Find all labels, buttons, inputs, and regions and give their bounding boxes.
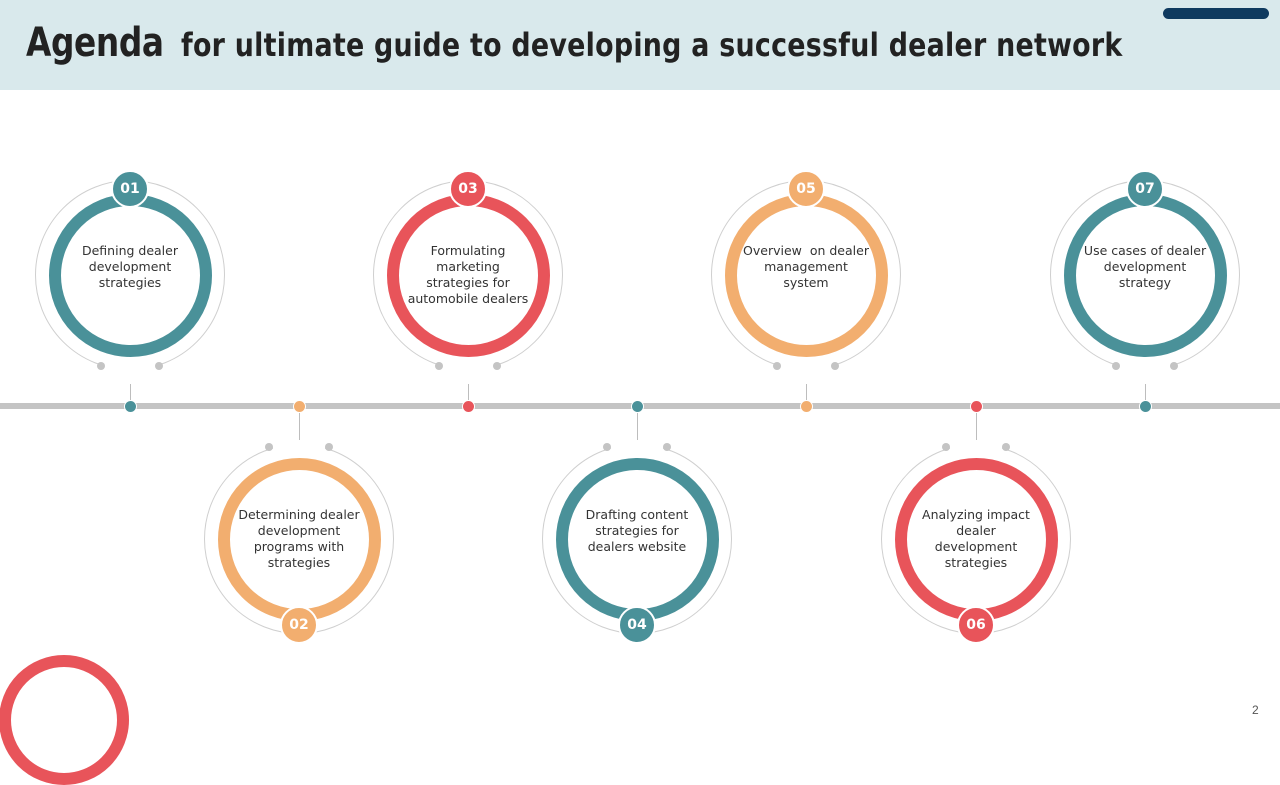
- agenda-label: Defining dealer development strategies: [81, 243, 178, 290]
- agenda-label: Overview on dealer management system: [743, 243, 869, 290]
- ring-end-dot: [831, 362, 839, 370]
- timeline-connector: [637, 406, 638, 466]
- number-badge: 03: [449, 170, 487, 208]
- ring-end-dot: [1002, 443, 1010, 451]
- top-accent-bar: [1163, 8, 1269, 19]
- ring-gap: [1119, 356, 1171, 384]
- ring-end-dot: [155, 362, 163, 370]
- title-rest: for ultimate guide to developing a succe…: [180, 26, 1123, 64]
- ring-gap: [104, 356, 156, 384]
- timeline-connector: [976, 406, 977, 466]
- agenda-label: Analyzing impact dealer development stra…: [922, 507, 1030, 570]
- agenda-label: Determining dealer development programs …: [238, 507, 360, 570]
- slide-title: Agenda for ultimate guide to developing …: [26, 20, 1280, 66]
- number-badge: 04: [618, 606, 656, 644]
- ring-end-dot: [97, 362, 105, 370]
- ring-end-dot: [773, 362, 781, 370]
- number-badge: 07: [1126, 170, 1164, 208]
- agenda-label: Formulating marketing strategies for aut…: [407, 243, 529, 306]
- timeline-connector: [299, 406, 300, 466]
- timeline-dot: [293, 400, 306, 413]
- number-badge: 05: [787, 170, 825, 208]
- decorative-ring-arc: [0, 655, 129, 785]
- ring-end-dot: [325, 443, 333, 451]
- ring-end-dot: [493, 362, 501, 370]
- number-badge: 06: [957, 606, 995, 644]
- ring-end-dot: [1112, 362, 1120, 370]
- timeline-dot: [800, 400, 813, 413]
- header-band: [0, 0, 1280, 90]
- agenda-label: Use cases of dealer development strategy: [1083, 243, 1207, 290]
- number-badge: 01: [111, 170, 149, 208]
- timeline-dot: [631, 400, 644, 413]
- ring-end-dot: [942, 443, 950, 451]
- ring-end-dot: [1170, 362, 1178, 370]
- page-number: 2: [1252, 703, 1259, 717]
- ring-end-dot: [265, 443, 273, 451]
- ring-gap: [780, 356, 832, 384]
- timeline-dot: [970, 400, 983, 413]
- title-strong: Agenda: [26, 20, 164, 66]
- number-badge: 02: [280, 606, 318, 644]
- agenda-label: Drafting content strategies for dealers …: [585, 507, 689, 554]
- ring-end-dot: [435, 362, 443, 370]
- timeline-dot: [462, 400, 475, 413]
- timeline-dot: [1139, 400, 1152, 413]
- ring-gap: [442, 356, 494, 384]
- timeline-dot: [124, 400, 137, 413]
- ring-end-dot: [603, 443, 611, 451]
- ring-end-dot: [663, 443, 671, 451]
